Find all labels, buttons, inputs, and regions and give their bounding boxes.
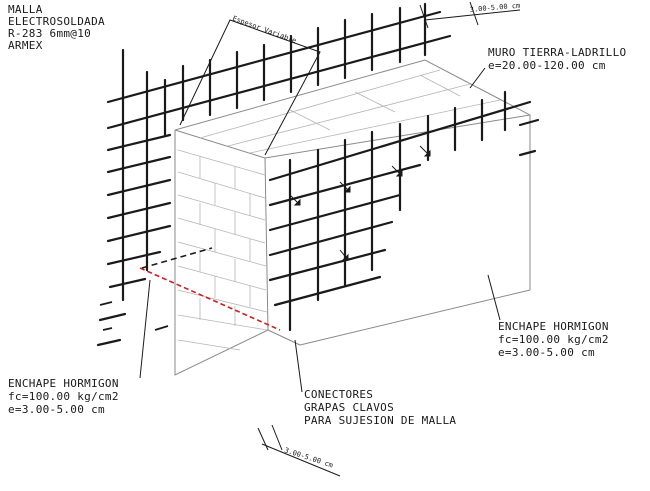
label-muro-line-1: MURO TIERRA-LADRILLO (488, 46, 626, 59)
left-mesh (96, 2, 452, 347)
label-enchape-right: ENCHAPE HORMIGON fc=100.00 kg/cm2 e=3.00… (498, 320, 609, 359)
label-conectores: CONECTORES GRAPAS CLAVOS PARA SUJESION D… (304, 388, 456, 427)
connector-arrows (289, 145, 431, 261)
label-malla-line-3: R-283 6mm@10 (8, 27, 91, 40)
label-conectores-line-3: PARA SUJESION DE MALLA (304, 414, 456, 427)
label-enchape-left-line-1: ENCHAPE HORMIGON (8, 377, 119, 390)
label-conectores-line-1: CONECTORES (304, 388, 373, 401)
right-mesh (268, 90, 540, 332)
label-muro-line-2: e=20.00-120.00 cm (488, 59, 606, 72)
brick-courses (177, 69, 501, 351)
label-conectores-line-2: GRAPAS CLAVOS (304, 401, 394, 414)
label-enchape-right-line-2: fc=100.00 kg/cm2 (498, 333, 609, 346)
label-enchape-right-line-1: ENCHAPE HORMIGON (498, 320, 609, 333)
label-enchape-right-line-3: e=3.00-5.00 cm (498, 346, 595, 359)
dimension-top (419, 1, 521, 29)
label-malla-line-4: ARMEX (8, 39, 43, 52)
hidden-edge (139, 247, 281, 331)
wall-outline (174, 59, 531, 376)
label-enchape-left-line-3: e=3.00-5.00 cm (8, 403, 105, 416)
label-malla-line-1: MALLA (8, 3, 43, 16)
label-malla-line-2: ELECTROSOLDADA (8, 15, 105, 28)
label-enchape-left-line-2: fc=100.00 kg/cm2 (8, 390, 119, 403)
leader-lines (139, 19, 501, 393)
label-muro: MURO TIERRA-LADRILLO e=20.00-120.00 cm (488, 46, 626, 72)
dimension-bottom-label: 3.00-5.00 cm (283, 446, 334, 469)
dimension-bottom (257, 424, 341, 477)
label-enchape-left: ENCHAPE HORMIGON fc=100.00 kg/cm2 e=3.00… (8, 377, 119, 416)
label-malla: MALLA ELECTROSOLDADA R-283 6mm@10 ARMEX (8, 3, 105, 52)
left-dashes (99, 301, 169, 331)
espesor-variable-label: Espesor Variable (231, 14, 297, 45)
